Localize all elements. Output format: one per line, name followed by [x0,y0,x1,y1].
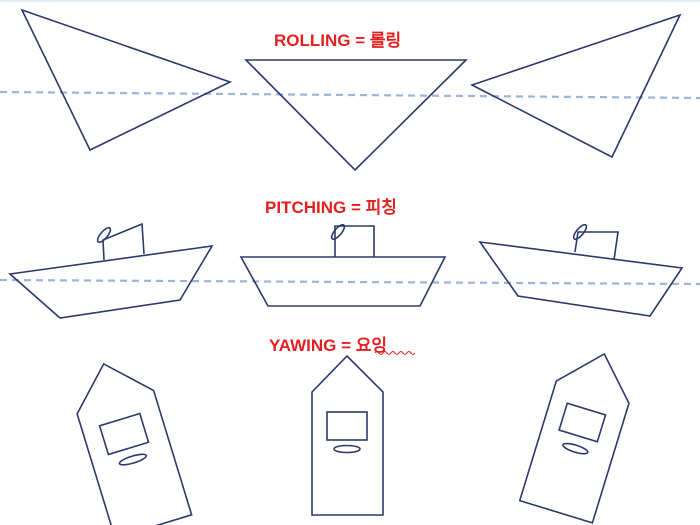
rolling-triangle-left [20,8,233,152]
pitching-label: PITCHING = 피칭 [265,198,397,217]
rolling-triangle-center [244,59,468,172]
rolling-triangle-right [469,13,682,159]
rolling-reference-line [0,90,700,100]
pitching-ship-center [239,223,447,307]
pitching-ship-right [478,223,684,317]
yawing-boat-right [518,352,630,524]
spellcheck-underline [375,351,416,355]
pitching-ship-left [8,222,214,319]
pitching-reference-line [0,278,700,286]
yawing-label: YAWING = 요잉 [269,336,388,355]
yawing-boat-left [76,362,193,525]
rolling-label: ROLLING = 롤링 [274,31,402,50]
yawing-boat-center [311,354,384,516]
